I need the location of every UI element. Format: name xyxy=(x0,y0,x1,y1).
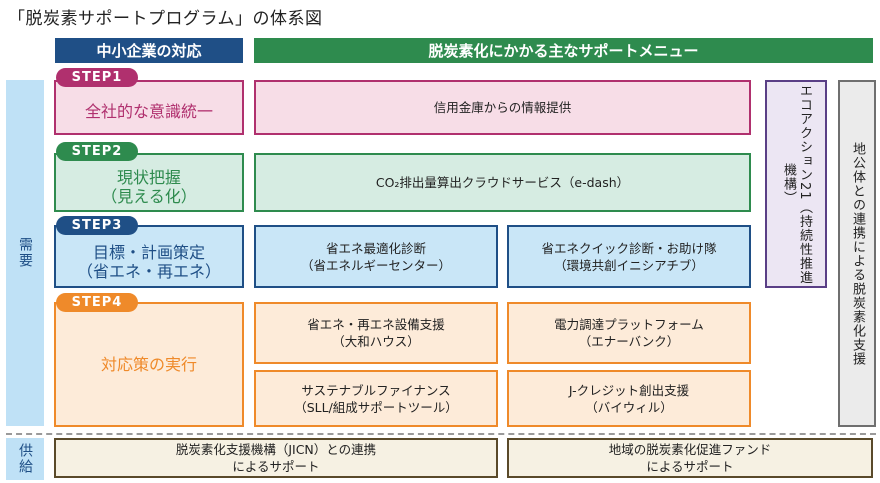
supply-jicn: 脱炭素化支援機構（JICN）との連携 によるサポート xyxy=(54,438,498,478)
local-gov-label: 地公体との連携による脱炭素化支援 xyxy=(850,141,865,366)
step4-menu-facility: 省エネ・再エネ設備支援 （大和ハウス） xyxy=(254,302,498,364)
step2-menu-edash: CO₂排出量算出クラウドサービス（e-dash） xyxy=(254,153,751,212)
sidebar-demand: 需要 xyxy=(6,80,44,426)
eco-action-panel: エコアクション21（持続性推進機構） xyxy=(765,80,827,288)
step3-menu-optimization: 省エネ最適化診断 （省エネルギーセンター） xyxy=(254,225,498,288)
step2-badge: STEP2 xyxy=(56,142,138,161)
step3-action: 目標・計画策定 （省エネ・再エネ） xyxy=(54,225,244,288)
step2-action: 現状把握 （見える化） xyxy=(54,153,244,212)
eco-action-label: エコアクション21（持続性推進機構） xyxy=(781,83,812,285)
step1-menu-info: 信用金庫からの情報提供 xyxy=(254,80,751,135)
step3-menu-quick-diagnosis: 省エネクイック診断・お助け隊 （環境共創イニシアチブ） xyxy=(507,225,751,288)
header-support-menu: 脱炭素化にかかる主なサポートメニュー xyxy=(254,38,873,63)
step4-menu-power: 電力調達プラットフォーム （エナーバンク） xyxy=(507,302,751,364)
sidebar-supply: 供給 xyxy=(6,438,44,480)
step3-badge: STEP3 xyxy=(56,216,138,235)
header-sme-response: 中小企業の対応 xyxy=(55,38,243,63)
step4-action: 対応策の実行 xyxy=(54,302,244,427)
supply-regional-fund: 地域の脱炭素化促進ファンド によるサポート xyxy=(507,438,873,478)
local-gov-panel: 地公体との連携による脱炭素化支援 xyxy=(838,80,876,427)
step1-action: 全社的な意識統一 xyxy=(54,80,244,135)
step1-badge: STEP1 xyxy=(56,68,138,87)
demand-supply-divider xyxy=(6,433,876,435)
step4-badge: STEP4 xyxy=(56,293,138,312)
sidebar-demand-label: 需要 xyxy=(17,237,33,269)
page-title: 「脱炭素サポートプログラム」の体系図 xyxy=(8,9,323,29)
step4-menu-jcredit: J-クレジット創出支援 （バイウィル） xyxy=(507,370,751,427)
step4-menu-finance: サステナブルファイナンス （SLL/組成サポートツール） xyxy=(254,370,498,427)
sidebar-supply-label: 供給 xyxy=(17,443,33,475)
